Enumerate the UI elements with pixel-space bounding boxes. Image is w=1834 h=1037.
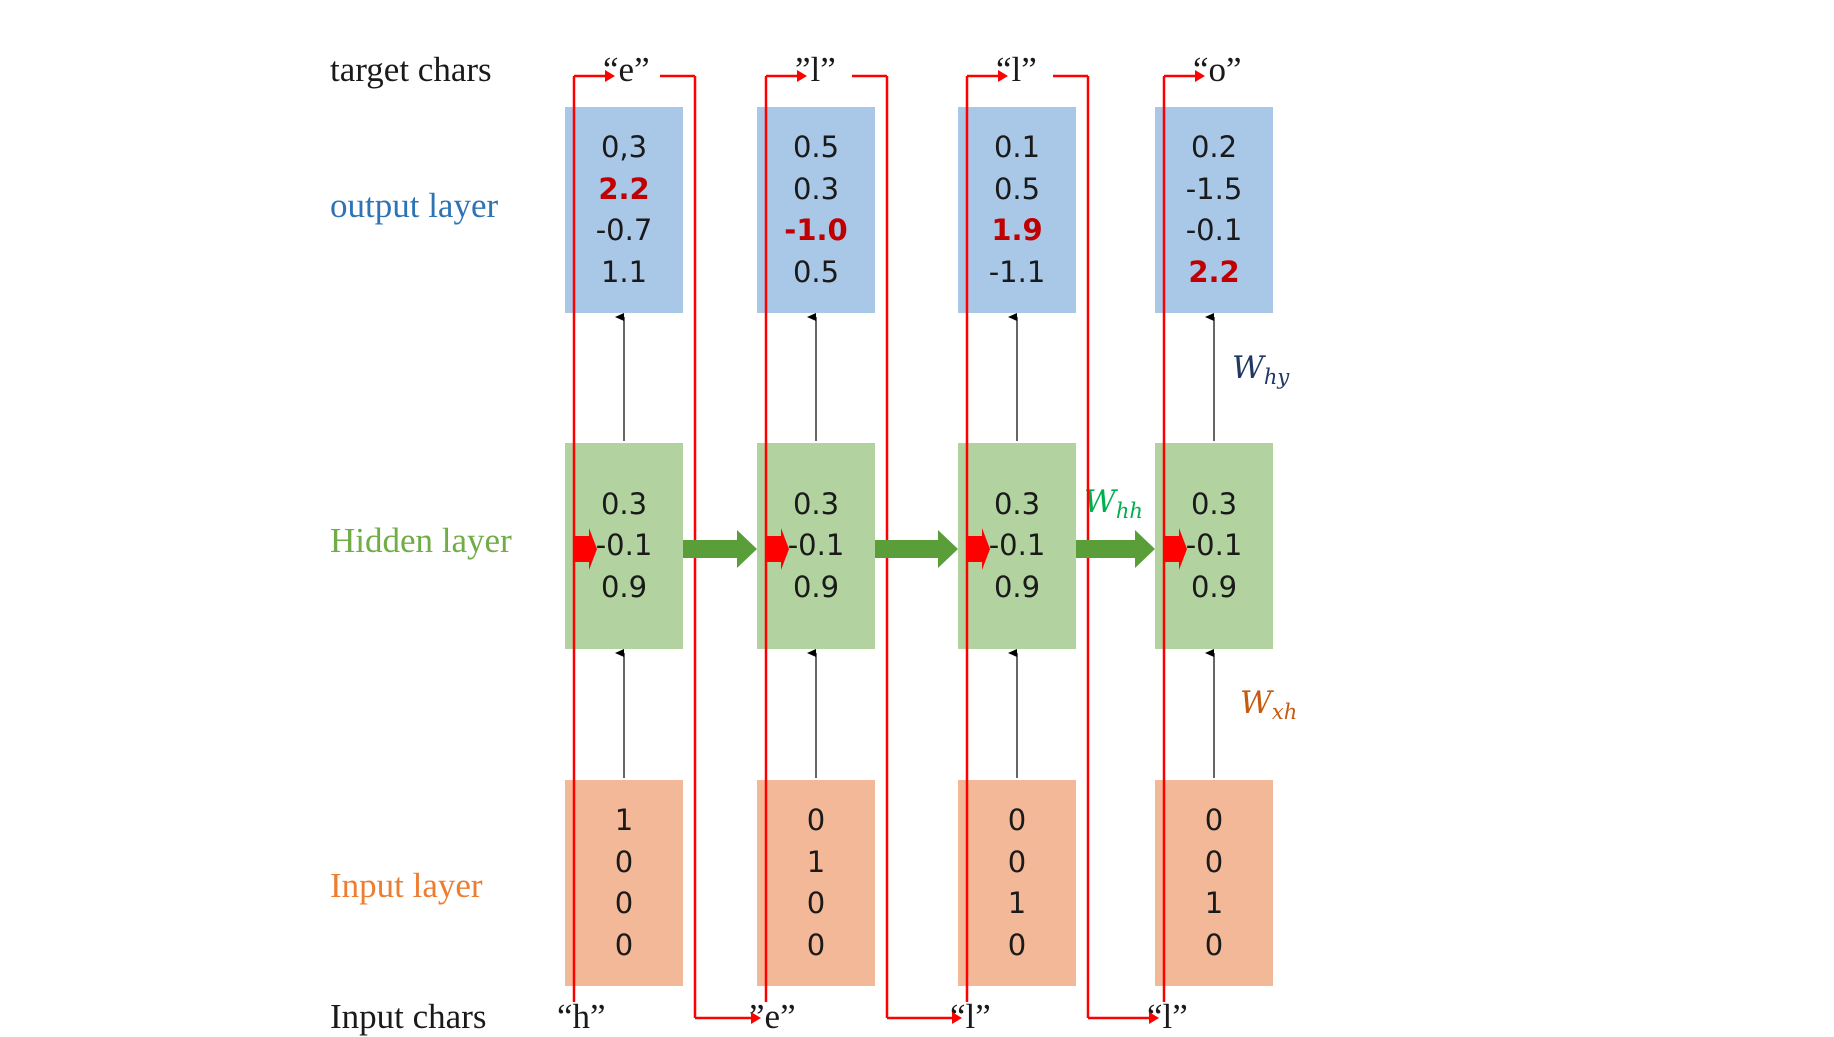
weight-wxh-label: Wxh bbox=[1240, 685, 1298, 724]
red-arrowhead bbox=[751, 1012, 761, 1024]
red-hidden-arrow bbox=[968, 528, 990, 570]
hidden-recurrent-arrow bbox=[683, 530, 757, 568]
weight-whh-label: Whh bbox=[1084, 484, 1143, 523]
input-value: 0 bbox=[614, 886, 634, 920]
red-arrowhead bbox=[1195, 70, 1205, 82]
red-arrowhead bbox=[1149, 1012, 1159, 1024]
input-box-4: 0 0 1 0 bbox=[1155, 780, 1273, 986]
input-value: 0 bbox=[806, 886, 826, 920]
input-box-1: 1 0 0 0 bbox=[565, 780, 683, 986]
hidden-value: -0.1 bbox=[1185, 528, 1243, 563]
output-value: 2.2 bbox=[1188, 254, 1240, 289]
output-box-1: 0,3 2.2 -0.7 1.1 bbox=[565, 107, 683, 313]
output-value: 0.5 bbox=[993, 171, 1041, 206]
output-box-4: 0.2 -1.5 -0.1 2.2 bbox=[1155, 107, 1273, 313]
hidden-recurrent-arrow bbox=[1076, 530, 1155, 568]
input-value: 1 bbox=[614, 803, 634, 837]
input-value: 0 bbox=[806, 927, 826, 962]
input-value: 0 bbox=[1204, 927, 1224, 962]
hidden-value: 0.9 bbox=[993, 569, 1041, 604]
output-value: -1.1 bbox=[988, 254, 1046, 289]
output-value: -0.7 bbox=[595, 213, 653, 247]
output-value: -0.1 bbox=[1185, 213, 1243, 247]
input-char-1: “h” bbox=[557, 997, 606, 1036]
input-box-3: 0 0 1 0 bbox=[958, 780, 1076, 986]
input-value: 1 bbox=[1007, 886, 1027, 920]
target-char-4: “o” bbox=[1193, 50, 1242, 89]
target-char-2: ”l” bbox=[795, 50, 836, 89]
output-value: 0,3 bbox=[600, 130, 648, 164]
output-value: 0.5 bbox=[792, 130, 840, 164]
red-arrowhead bbox=[605, 70, 615, 82]
hidden-value: -0.1 bbox=[787, 528, 845, 563]
input-chars-label: Input chars bbox=[330, 997, 487, 1036]
hidden-value: -0.1 bbox=[595, 528, 653, 563]
input-layer-label: Input layer bbox=[330, 866, 483, 905]
output-layer-label: output layer bbox=[330, 186, 499, 225]
input-value: 0 bbox=[1204, 803, 1224, 837]
output-value: -1.0 bbox=[784, 213, 848, 247]
target-char-1: “e” bbox=[603, 50, 650, 89]
input-value: 1 bbox=[806, 844, 826, 879]
output-value: 0.5 bbox=[792, 254, 840, 289]
input-value: 0 bbox=[1204, 844, 1224, 879]
input-value: 0 bbox=[1007, 844, 1027, 879]
hidden-value: 0.9 bbox=[600, 569, 648, 604]
input-value: 0 bbox=[614, 844, 634, 879]
hidden-value: 0.3 bbox=[1190, 486, 1238, 521]
hidden-value: 0.3 bbox=[792, 486, 840, 521]
output-value: -1.5 bbox=[1185, 171, 1243, 206]
hidden-value: 0.3 bbox=[600, 486, 648, 521]
hidden-recurrent-arrow bbox=[875, 530, 958, 568]
target-char-3: “l” bbox=[996, 50, 1037, 89]
red-arrowhead bbox=[998, 70, 1008, 82]
red-hidden-arrow bbox=[1165, 528, 1187, 570]
red-hidden-arrow bbox=[575, 528, 597, 570]
weight-why-label: Why bbox=[1232, 350, 1290, 389]
hidden-layer-label: Hidden layer bbox=[330, 521, 512, 560]
hidden-value: 0.3 bbox=[993, 486, 1041, 521]
input-value: 0 bbox=[1007, 803, 1027, 837]
output-value: 0.2 bbox=[1190, 130, 1238, 164]
input-box-2: 0 1 0 0 bbox=[757, 780, 875, 986]
red-arrowhead bbox=[952, 1012, 962, 1024]
hidden-value: 0.9 bbox=[792, 569, 840, 604]
input-value: 0 bbox=[614, 927, 634, 962]
hidden-value: 0.9 bbox=[1190, 569, 1238, 604]
output-box-3: 0.1 0.5 1.9 -1.1 bbox=[958, 107, 1076, 313]
output-value: 2.2 bbox=[598, 171, 650, 206]
red-hidden-arrow bbox=[767, 528, 789, 570]
output-box-2: 0.5 0.3 -1.0 0.5 bbox=[757, 107, 875, 313]
input-value: 1 bbox=[1204, 886, 1224, 920]
input-value: 0 bbox=[1007, 927, 1027, 962]
output-value: 1.9 bbox=[991, 213, 1043, 247]
input-value: 0 bbox=[806, 803, 826, 837]
hidden-value: -0.1 bbox=[988, 528, 1046, 563]
target-chars-label: target chars bbox=[330, 50, 492, 89]
red-arrowhead bbox=[797, 70, 807, 82]
output-value: 1.1 bbox=[600, 254, 648, 289]
output-value: 0.1 bbox=[993, 130, 1041, 164]
output-value: 0.3 bbox=[792, 171, 840, 206]
